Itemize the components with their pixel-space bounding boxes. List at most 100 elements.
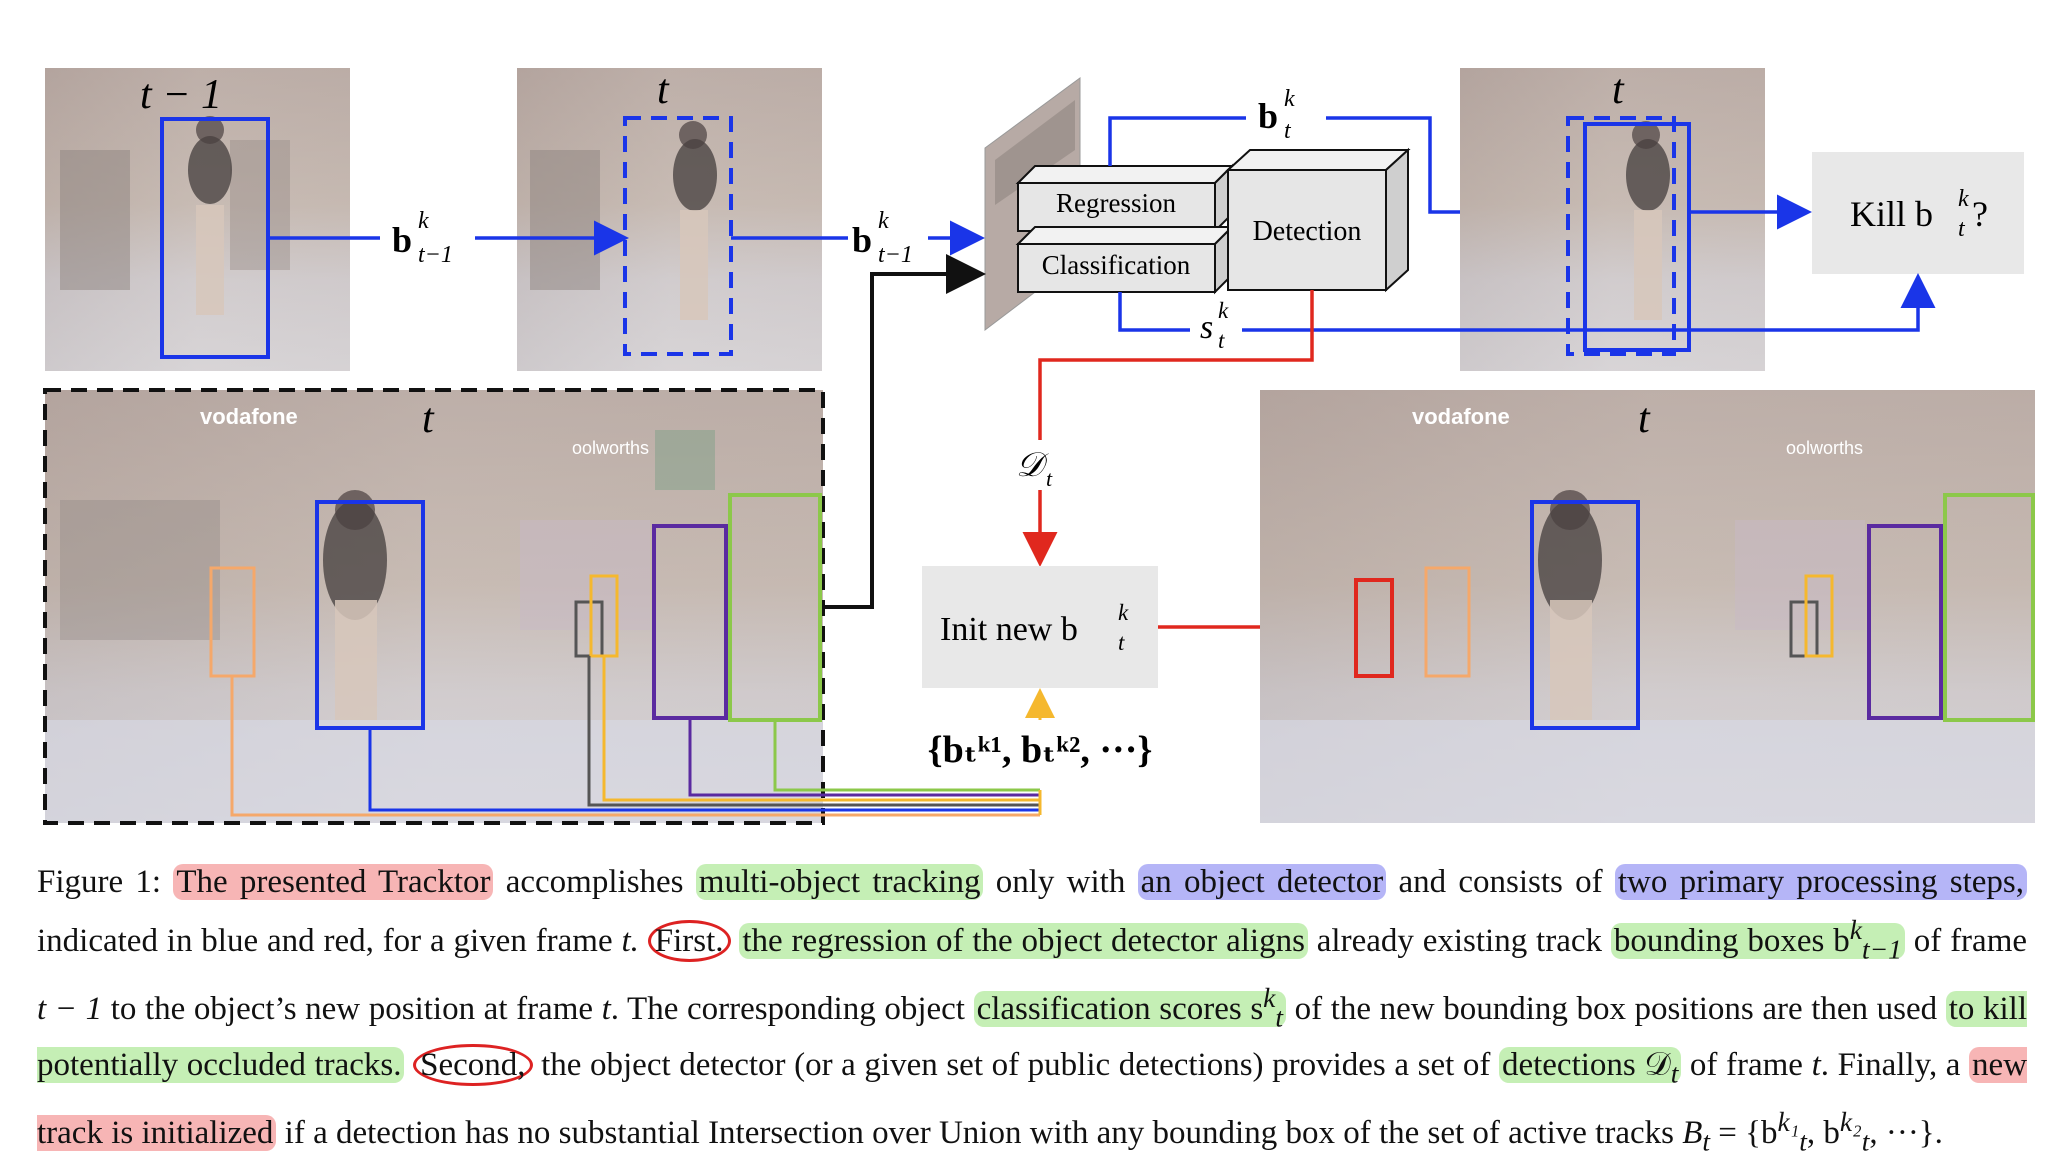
circled-second: Second,: [413, 1044, 533, 1087]
result-box-purple: [1867, 524, 1943, 720]
track-box-regressed: [1583, 122, 1691, 352]
caption-math: t.: [621, 923, 639, 959]
svg-text:t: t: [1218, 328, 1225, 353]
result-box-orange: [1424, 566, 1471, 678]
arrow-score-to-kill: [1118, 292, 1190, 332]
caption-math: t: [1275, 1001, 1284, 1033]
caption-text: of frame: [1681, 1047, 1812, 1084]
svg-text:k: k: [418, 208, 429, 234]
frame-t-minus-1: t − 1: [45, 68, 350, 371]
caption-text: , ···}.: [1869, 1114, 1943, 1151]
svg-text:t: t: [1958, 216, 1966, 242]
highlight-regression: the regression of the object detector al…: [739, 923, 1308, 959]
caption-math: t: [1799, 1125, 1807, 1157]
line-yellow: [602, 656, 1040, 802]
frame-label-t-aligned: t: [1612, 67, 1625, 113]
caption-text: the object detector (or a given set of p…: [532, 1047, 1499, 1084]
result-box-blue: [1530, 500, 1640, 730]
caption-math: t−1: [1861, 933, 1902, 965]
svg-text:s: s: [1200, 309, 1213, 346]
store-sign: vodafone: [200, 404, 298, 429]
svg-text:b: b: [392, 220, 412, 260]
caption-text: already existing track: [1307, 923, 1611, 959]
svg-text:t: t: [1046, 466, 1053, 491]
caption-text: classification scores s: [976, 990, 1264, 1027]
arrow-score-to-kill-2: [1242, 273, 1936, 332]
highlight-detector: an object detector: [1137, 864, 1387, 900]
detection-box: Detection: [1225, 147, 1411, 293]
caption-math: t: [1702, 1125, 1711, 1157]
init-label: Init new b: [940, 611, 1078, 648]
svg-text:t−1: t−1: [878, 242, 913, 268]
highlight-detections: detections 𝒟t: [1498, 1047, 1682, 1089]
store-sign-result-2: oolworths: [1786, 438, 1863, 458]
line-blue: [368, 728, 1040, 812]
caption-text: of the new bounding box positions are th…: [1286, 990, 1946, 1027]
caption-math: t: [1861, 1125, 1870, 1157]
result-box-green: [1943, 493, 2035, 722]
highlight-two-steps: two primary processing steps,: [1614, 864, 2028, 900]
svg-text:k: k: [1284, 86, 1295, 112]
caption-label: Figure 1:: [37, 864, 174, 900]
svg-text:𝒟: 𝒟: [1016, 447, 1049, 484]
classification-label: Classification: [1042, 250, 1191, 280]
label-b-prev-1: b k t−1: [392, 208, 453, 268]
line-green: [773, 720, 1040, 792]
caption-math: k: [1849, 914, 1862, 945]
svg-text:k: k: [1218, 298, 1229, 323]
kill-box: Kill b k t ?: [1812, 152, 2024, 274]
caption-math: t: [1811, 1047, 1821, 1084]
highlight-mot: multi-object tracking: [695, 864, 984, 900]
arrow-detections: [1038, 290, 1314, 440]
highlight-scores: classification scores skt: [973, 982, 1287, 1032]
caption-text: . The corresponding object: [610, 990, 974, 1027]
regression-box: Regression: [1015, 163, 1235, 234]
caption-text: . Finally, a: [1820, 1047, 1970, 1084]
line-gray: [587, 656, 1040, 807]
highlight-tracktor: The presented Tracktor: [173, 864, 494, 900]
svg-text:k: k: [1958, 186, 1969, 212]
kill-label: Kill b: [1850, 194, 1933, 234]
line-orange: [230, 676, 1040, 817]
frame-label-t-large: t: [422, 396, 435, 442]
caption-text: bounding boxes b: [1613, 923, 1850, 959]
caption-math: t: [601, 990, 611, 1027]
caption-text: accomplishes: [493, 864, 696, 900]
result-box-new-red: [1354, 578, 1394, 678]
caption-text: [404, 1047, 413, 1083]
circled-first: First.: [647, 920, 731, 962]
caption-text: to the object’s new position at frame: [102, 990, 602, 1027]
frame-t-large: vodafone oolworths t: [45, 390, 823, 823]
caption-text: if a detection has no substantial Inters…: [276, 1114, 1683, 1151]
caption-text: = {b: [1710, 1114, 1778, 1151]
arrow-regression-to-frame: [1108, 116, 1246, 166]
store-sign-2: oolworths: [572, 438, 649, 458]
svg-text:k: k: [1118, 600, 1129, 625]
caption-math: t − 1: [37, 990, 103, 1027]
svg-text:Kill b: Kill b: [1850, 194, 1933, 234]
svg-text:k: k: [878, 208, 889, 234]
label-set-of-boxes: {bₜᵏ¹, bₜᵏ², ···}: [928, 729, 1153, 771]
caption-math: t: [1670, 1057, 1679, 1089]
tracktor-figure: t − 1 t b k t−1 b k t−1 Regression: [43, 67, 2035, 825]
frame-t-result: vodafone oolworths t: [1260, 390, 2035, 823]
frame-label-t-top: t: [657, 67, 670, 113]
svg-text:b: b: [852, 220, 872, 260]
highlight-bboxes: bounding boxes bkt−1: [1610, 914, 1905, 965]
svg-text:t: t: [1118, 630, 1125, 655]
figure-caption: Figure 1: The presented Tracktor accompl…: [37, 858, 2028, 1165]
frame-label-t-minus-1: t − 1: [140, 72, 222, 118]
svg-text:?: ?: [1972, 194, 1988, 234]
caption-math: k₁: [1777, 1105, 1800, 1137]
caption-text: detections 𝒟: [1501, 1047, 1671, 1084]
track-box-dashed-top: [623, 116, 733, 356]
caption-text: and consists of: [1386, 864, 1615, 900]
caption-math: k: [1263, 981, 1276, 1013]
label-b-prev-2: b k t−1: [852, 208, 913, 268]
label-b-t-top: b k t: [1258, 86, 1295, 144]
label-score: s k t: [1200, 298, 1229, 353]
caption-math: k₂: [1839, 1105, 1862, 1137]
frame-t-aligned: t: [1460, 67, 1765, 371]
caption-text: indicated in blue and red, for a given f…: [37, 923, 622, 959]
caption-text: of frame: [1904, 923, 2028, 959]
